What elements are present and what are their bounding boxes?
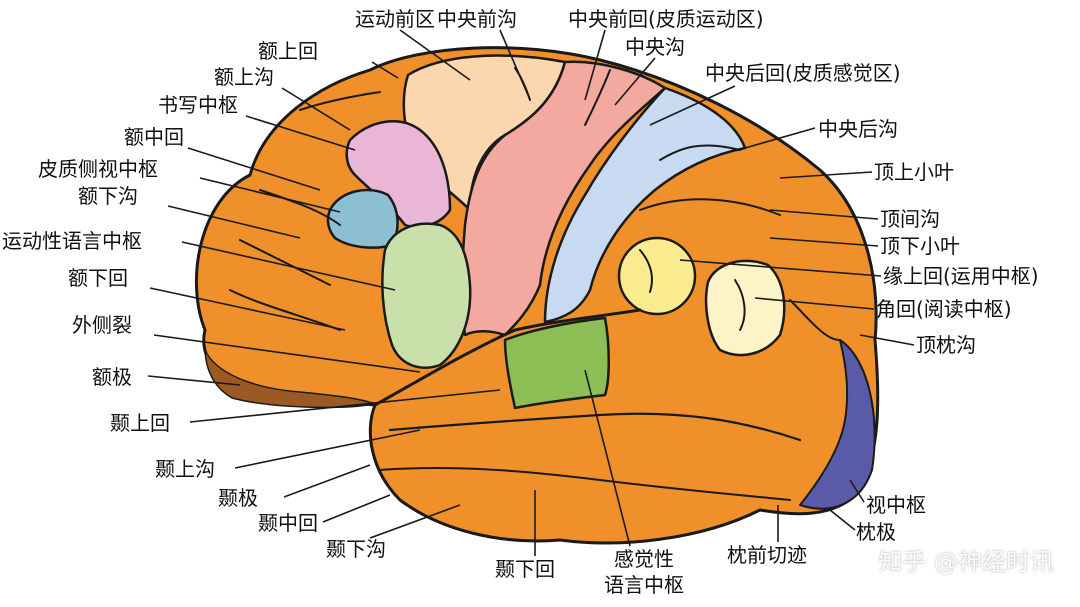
label-inferior-parietal-lobule: 顶下小叶: [880, 234, 960, 258]
label-leader-angular-gyrus: [754, 297, 875, 310]
label-leader-inferior-temporal-sulcus: [369, 504, 461, 539]
label-leader-postcentral-gyrus: [649, 85, 736, 126]
label-leader-inferior-parietal-lobule: [769, 237, 879, 247]
label-temporal-pole: 颞极: [218, 486, 258, 510]
label-superior-temporal-gyrus: 颞上回: [110, 411, 170, 435]
label-sensory-speech-center-line1: 感觉性: [614, 547, 674, 571]
label-visual-center: 视中枢: [866, 493, 926, 517]
lateral-sulcus-line: [373, 308, 642, 407]
label-writing-center: 书写中枢: [158, 93, 238, 117]
label-leader-frontal-pole: [147, 375, 241, 386]
brain-regions: [194, 46, 880, 545]
label-leader-visual-speech-center: [199, 177, 341, 213]
superior-frontal-sulcus-line: [299, 91, 381, 111]
supramarginal-gyrus-region: [617, 236, 697, 316]
label-preoccipital-notch: 枕前切迹: [727, 543, 807, 567]
label-leader-superior-parietal-lobule: [779, 171, 873, 179]
label-leader-intraparietal-sulcus: [769, 209, 879, 220]
label-supramarginal-gyrus: 缘上回(运用中枢): [883, 264, 1039, 288]
label-sensory-speech-center: 感觉性 语言中枢: [594, 546, 694, 598]
label-inferior-temporal-sulcus: 颞下沟: [326, 537, 386, 561]
label-leader-motor-speech-center: [181, 241, 396, 291]
frontal-gyrus-line-1: [239, 239, 331, 286]
writing-center-region: [345, 120, 452, 229]
watermark: 知乎 @神经时讯: [878, 548, 1054, 576]
visual-center-region: [799, 339, 876, 510]
label-leader-supramarginal-gyrus: [679, 259, 882, 277]
motor-speech-center-region: [381, 222, 472, 369]
label-leader-writing-center: [245, 115, 356, 151]
label-inferior-frontal-sulcus: 额下沟: [78, 184, 138, 208]
label-superior-temporal-sulcus: 颞上沟: [155, 457, 215, 481]
label-intraparietal-sulcus: 顶间沟: [880, 207, 940, 231]
lateral-gaze-center-region: [326, 188, 399, 249]
label-leader-inferior-frontal-gyrus: [149, 287, 346, 331]
supramarginal-inner-line: [639, 249, 653, 293]
label-postcentral-gyrus: 中央后回(皮质感觉区): [705, 61, 901, 85]
label-frontal-pole: 额极: [92, 365, 132, 389]
label-superior-parietal-lobule: 顶上小叶: [874, 160, 954, 184]
label-middle-temporal-gyrus: 颞中回: [258, 511, 318, 535]
label-precentral-gyrus: 中央前回(皮质运动区): [568, 7, 764, 31]
label-parietooccipital-sulcus: 顶枕沟: [916, 333, 976, 357]
label-leader-superior-frontal-sulcus: [281, 87, 351, 131]
label-leader-middle-temporal-gyrus: [322, 494, 391, 523]
label-occipital-pole: 枕极: [856, 520, 896, 544]
label-motor-speech-center: 运动性语言中枢: [2, 229, 142, 253]
label-sensory-speech-center-line2: 语言中枢: [604, 573, 684, 597]
superior-temporal-sulcus-line: [388, 412, 802, 442]
label-superior-frontal-sulcus: 额上沟: [214, 65, 274, 89]
label-leader-occipital-pole: [829, 509, 856, 531]
label-postcentral-sulcus: 中央后沟: [818, 117, 898, 141]
label-precentral-sulcus: 中央前沟: [437, 7, 517, 31]
label-leader-middle-frontal-gyrus: [187, 147, 321, 191]
label-leader-precentral-sulcus: [499, 29, 529, 96]
label-leader-visual-center: [849, 479, 865, 503]
label-leader-inferior-frontal-sulcus: [167, 205, 301, 239]
central-sulcus-line: [584, 69, 611, 126]
label-leader-precentral-gyrus: [584, 29, 606, 101]
label-leader-premotor-area: [399, 29, 471, 81]
label-middle-frontal-gyrus: 额中回: [124, 125, 184, 149]
sensory-speech-center-region: [503, 316, 610, 410]
inferior-temporal-sulcus-line: [379, 467, 791, 501]
label-leader-central-sulcus: [614, 57, 656, 106]
label-leader-superior-temporal-gyrus: [189, 389, 501, 423]
leader-lines: [147, 29, 915, 556]
label-inferior-temporal-gyrus: 颞下回: [495, 557, 555, 581]
angular-inner-line: [734, 279, 746, 331]
label-lateral-sulcus: 外侧裂: [72, 313, 132, 337]
label-central-sulcus: 中央沟: [625, 35, 685, 59]
postcentral-sulcus-line: [659, 144, 741, 161]
label-visual-speech-center: 皮质侧视中枢: [38, 157, 158, 181]
label-leader-temporal-pole: [283, 464, 371, 498]
label-premotor-area: 运动前区: [355, 7, 435, 31]
label-inferior-frontal-gyrus: 额下回: [68, 266, 128, 290]
parietooccipital-sulcus-line: [789, 299, 841, 341]
label-leader-lateral-sulcus: [153, 334, 421, 373]
label-angular-gyrus: 角回(阅读中枢): [876, 297, 1012, 321]
label-leader-sensory-speech-center: [584, 369, 631, 547]
inferior-frontal-sulcus-line: [259, 189, 341, 226]
intraparietal-sulcus-line: [639, 198, 781, 216]
label-leader-postcentral-sulcus: [744, 127, 816, 149]
label-leader-parietooccipital-sulcus: [859, 334, 915, 346]
label-leader-superior-temporal-sulcus: [234, 429, 421, 469]
label-superior-frontal-gyrus: 额上回: [258, 39, 318, 63]
label-leader-superior-frontal-gyrus: [371, 61, 399, 79]
